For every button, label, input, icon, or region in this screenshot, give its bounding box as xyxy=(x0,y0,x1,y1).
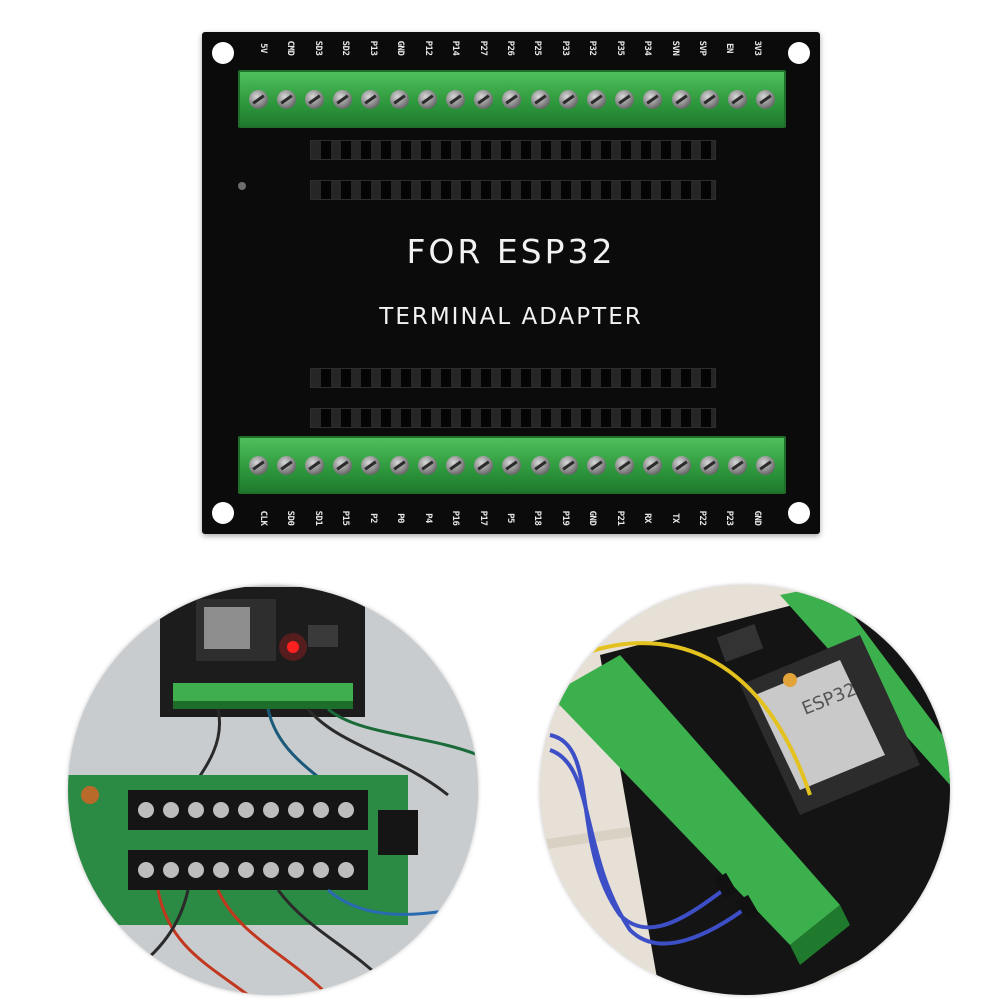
header-socket-2 xyxy=(310,180,716,200)
pin-label: SVP xyxy=(697,40,707,56)
pin-label: SVN xyxy=(669,40,680,56)
pin-label: P17 xyxy=(477,510,488,526)
top-pin-labels: 5V CMD SD3 SD2 P13 GND P12 P14 P27 P26 P25 P33 P32 P3… xyxy=(250,38,770,58)
pin-label: 5V xyxy=(258,43,268,53)
installation-photo-right: ESP32 xyxy=(540,585,950,995)
header-socket-4 xyxy=(310,408,716,428)
terminal-screw xyxy=(305,89,324,109)
pin-label: 3V3 xyxy=(751,40,762,56)
terminal-screw xyxy=(417,89,437,109)
pin-label: CMD xyxy=(285,40,296,56)
terminal-screw xyxy=(587,455,607,475)
terminal-screw xyxy=(361,455,381,475)
board-subtitle: TERMINAL ADAPTER xyxy=(379,304,643,330)
terminal-screw xyxy=(276,89,296,109)
terminal-screw xyxy=(615,455,635,475)
pin-label: TX xyxy=(669,513,680,523)
terminal-screw xyxy=(389,455,409,475)
pin-label: P33 xyxy=(559,40,570,56)
pin-label: P2 xyxy=(367,513,378,523)
mounting-hole-bottom-right xyxy=(788,502,810,524)
terminal-screw xyxy=(558,455,578,475)
terminal-screw xyxy=(389,89,409,109)
terminal-screw xyxy=(699,455,719,475)
terminal-screw xyxy=(474,455,494,475)
pin-label: P16 xyxy=(450,510,461,526)
terminal-screw xyxy=(446,455,466,475)
pin-label: P15 xyxy=(340,510,351,526)
pin-label: RX xyxy=(642,513,653,523)
bottom-screw-terminal-block xyxy=(238,436,786,494)
pin-label: P32 xyxy=(587,40,598,56)
terminal-screw xyxy=(248,89,268,109)
pin-label: P21 xyxy=(614,510,625,526)
pin-label: P12 xyxy=(422,40,433,56)
terminal-screw xyxy=(530,455,550,475)
pin-label: GND xyxy=(587,510,598,526)
pin-label: P4 xyxy=(422,513,433,523)
pin-label: EN xyxy=(724,43,735,53)
installation-scene-left xyxy=(68,585,478,995)
terminal-screw xyxy=(417,455,437,475)
installation-photo-left xyxy=(68,585,478,995)
terminal-screw xyxy=(671,89,691,109)
terminal-screw xyxy=(728,455,748,475)
pin-label: P23 xyxy=(724,510,735,526)
terminal-screw xyxy=(728,89,748,109)
terminal-screw xyxy=(502,455,522,475)
mounting-hole-top-left xyxy=(212,42,234,64)
pin-label: P25 xyxy=(532,40,543,56)
header-socket-1 xyxy=(310,140,716,160)
terminal-screw xyxy=(643,455,663,475)
pin-label: P0 xyxy=(395,513,406,523)
terminal-screw xyxy=(558,89,578,109)
terminal-screw xyxy=(474,89,494,109)
terminal-screw xyxy=(333,89,353,109)
terminal-screw xyxy=(756,455,776,475)
terminal-screw xyxy=(671,455,691,475)
installation-scene-right: ESP32 xyxy=(540,585,950,995)
pin-label: GND xyxy=(395,40,406,56)
pin-label: SD2 xyxy=(340,40,351,56)
terminal-screw xyxy=(530,89,550,109)
top-screw-terminal-block xyxy=(238,70,786,128)
terminal-screw xyxy=(361,89,381,109)
terminal-screw xyxy=(615,89,635,109)
terminal-screw xyxy=(643,89,663,109)
board-title: FOR ESP32 xyxy=(406,232,616,271)
pin-label: P14 xyxy=(450,40,461,56)
pin-label: CLK xyxy=(258,510,268,526)
pin-label: SD1 xyxy=(312,510,323,526)
pin-label: SD0 xyxy=(285,510,296,526)
terminal-screw xyxy=(248,455,268,475)
pin-label: P22 xyxy=(697,510,707,526)
pin-label: P26 xyxy=(504,40,515,56)
terminal-screw xyxy=(305,455,324,475)
header-socket-3 xyxy=(310,368,716,388)
pin-label: P27 xyxy=(477,40,488,56)
terminal-screw xyxy=(333,455,353,475)
pin-label: P18 xyxy=(532,510,543,526)
bottom-pin-labels: CLK SD0 SD1 P15 P2 P0 P4 P16 P17 P5 P18 P19 GND P21 RX… xyxy=(250,508,770,528)
pin-label: P5 xyxy=(504,513,515,523)
terminal-screw xyxy=(446,89,466,109)
pin-label: P19 xyxy=(559,510,570,526)
terminal-screw xyxy=(587,89,607,109)
pin-label: SD3 xyxy=(312,40,323,56)
terminal-screw xyxy=(699,89,719,109)
terminal-screw xyxy=(756,89,776,109)
pcb-dot xyxy=(238,182,246,190)
mounting-hole-top-right xyxy=(788,42,810,64)
terminal-screw xyxy=(276,455,296,475)
terminal-screw xyxy=(502,89,522,109)
pin-label: P13 xyxy=(367,40,378,56)
pin-label: P34 xyxy=(642,40,653,56)
mounting-hole-bottom-left xyxy=(212,502,234,524)
pin-label: P35 xyxy=(614,40,625,56)
pin-label: GND xyxy=(751,510,762,526)
